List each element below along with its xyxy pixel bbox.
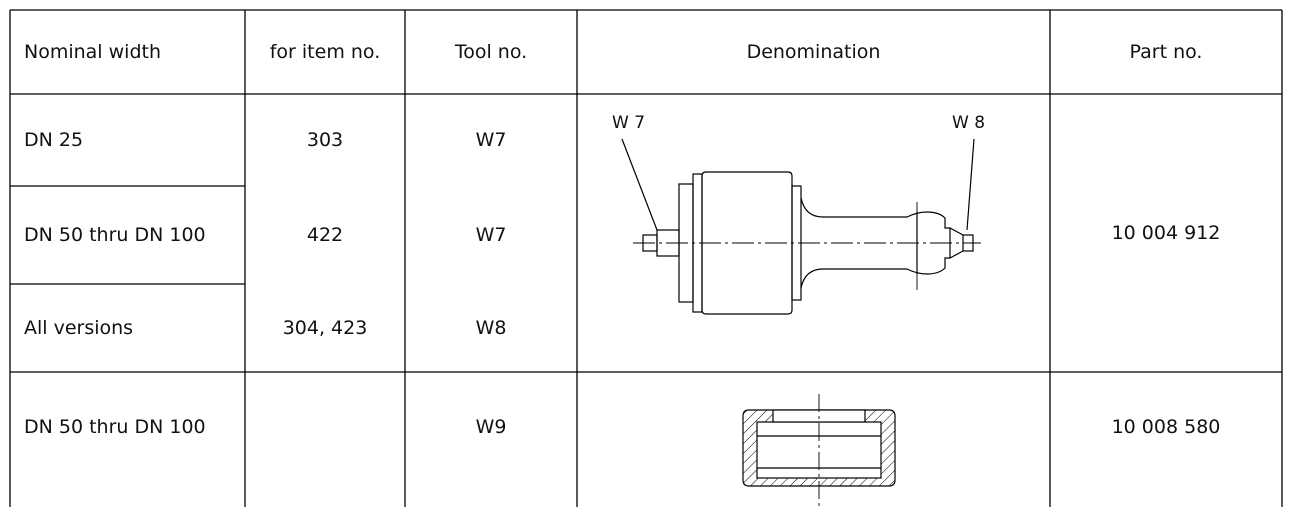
row3-nominal-width: All versions [24,316,134,339]
row1-nominal-width: DN 25 [24,128,84,151]
part-no-group2: 10 008 580 [1111,415,1221,438]
header-tool-no: Tool no. [454,40,528,63]
row3-item-no: 304, 423 [282,316,368,339]
header-denomination: Denomination [746,40,881,63]
tool-shaft-drawing: W 7 W 8 [612,113,985,315]
header-item-no: for item no. [269,40,381,63]
row1-item-no: 303 [306,128,344,151]
label-w8: W 8 [952,113,985,133]
row2-item-no: 422 [306,223,344,246]
row4-nominal-width: DN 50 thru DN 100 [24,415,206,438]
header-part-no: Part no. [1129,40,1203,63]
label-w7: W 7 [612,113,645,133]
row4-tool-no: W9 [475,415,507,438]
row2-nominal-width: DN 50 thru DN 100 [24,223,206,246]
sleeve-drawing [742,394,896,507]
row1-tool-no: W7 [475,128,507,151]
header-nominal-width: Nominal width [24,40,161,63]
row4-item-no [245,372,405,482]
row2-tool-no: W7 [475,223,507,246]
part-no-group1: 10 004 912 [1111,221,1221,244]
row3-tool-no: W8 [475,316,507,339]
